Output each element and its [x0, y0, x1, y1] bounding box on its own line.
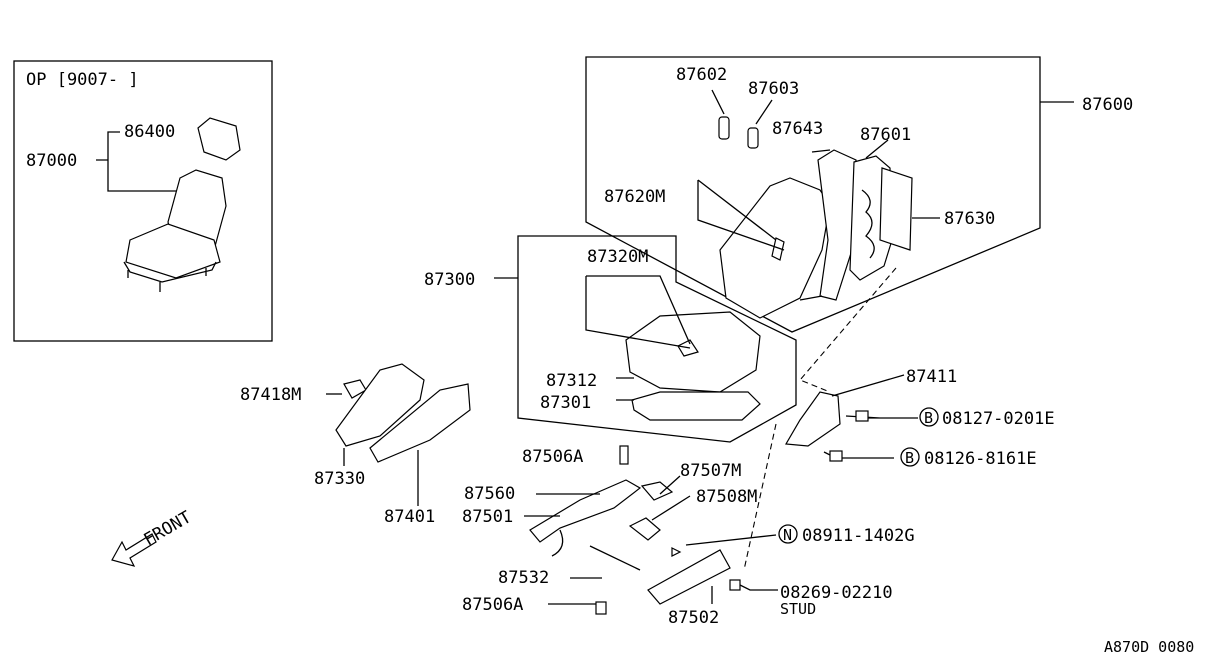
callout-87643: 87643 [772, 119, 823, 139]
inset-note: OP [9007- ] [26, 70, 139, 90]
lever-87508M [628, 517, 661, 541]
bolt-87506A-top [619, 445, 629, 465]
cover-87330 [335, 363, 425, 447]
clip-87602 [711, 89, 730, 140]
callout-87506A-top: 87506A [522, 447, 583, 467]
fastener-mark: N [783, 526, 792, 544]
rail-87502 [647, 549, 731, 605]
fastener-08911: N 08911-1402G [778, 524, 915, 546]
inset-cushion [125, 223, 221, 279]
seatback-group-outline [585, 56, 1041, 333]
inset-headrest [197, 117, 241, 161]
callout-87603: 87603 [748, 79, 799, 99]
inset-label-87000: 87000 [26, 151, 77, 171]
callout-87502: 87502 [668, 608, 719, 628]
front-label: FRONT [141, 507, 195, 550]
front-arrow: FRONT [111, 507, 195, 567]
callout-87320M: 87320M [587, 247, 648, 267]
callout-87601: 87601 [860, 125, 911, 145]
fastener-code: 08126-8161E [924, 449, 1037, 469]
seat-cushion-group-outline [517, 235, 797, 443]
seatback-panel-87643 [817, 149, 857, 301]
seat-pan-87301 [631, 391, 761, 421]
callout-87620M: 87620M [604, 187, 665, 207]
callout-87508M: 87508M [696, 487, 757, 507]
callout-87330: 87330 [314, 469, 365, 489]
rail-87501 [529, 479, 642, 543]
fastener-code: 08269-02210 [780, 583, 893, 603]
fastener-08269: 08269-02210 [780, 583, 893, 603]
seatback-board-87630 [879, 167, 913, 251]
fastener-mark: B [924, 409, 933, 427]
fastener-code: 08127-0201E [942, 409, 1055, 429]
fastener-code: 08911-1402G [802, 526, 915, 546]
callout-87301: 87301 [540, 393, 591, 413]
inset-box: OP [9007- ] 86400 87000 [13, 60, 273, 342]
fastener-mark: B [905, 449, 914, 467]
callout-87411: 87411 [906, 367, 957, 387]
callout-87312: 87312 [546, 371, 597, 391]
clip-87603 [747, 99, 773, 149]
callout-stud: STUD [780, 600, 816, 618]
callout-87300: 87300 [424, 270, 475, 290]
callout-87560: 87560 [464, 484, 515, 504]
fastener-08127: B 08127-0201E [919, 407, 1055, 429]
callout-87630: 87630 [944, 209, 995, 229]
cover-87401 [369, 383, 471, 463]
recliner-87411 [785, 391, 841, 447]
knob-87507M [640, 481, 674, 501]
callout-87418M: 87418M [240, 385, 301, 405]
diagram-code: A870D 0080 [1104, 638, 1194, 656]
callout-87507M: 87507M [680, 461, 741, 481]
inset-label-86400: 86400 [124, 122, 175, 142]
callout-87501: 87501 [462, 507, 513, 527]
callout-87532: 87532 [498, 568, 549, 588]
bolt-87506A-bottom [595, 601, 607, 615]
fastener-08126: B 08126-8161E [900, 447, 1037, 469]
callout-87506A-bottom: 87506A [462, 595, 523, 615]
callout-87401: 87401 [384, 507, 435, 527]
callout-87602: 87602 [676, 65, 727, 85]
callout-87600: 87600 [1082, 95, 1133, 115]
